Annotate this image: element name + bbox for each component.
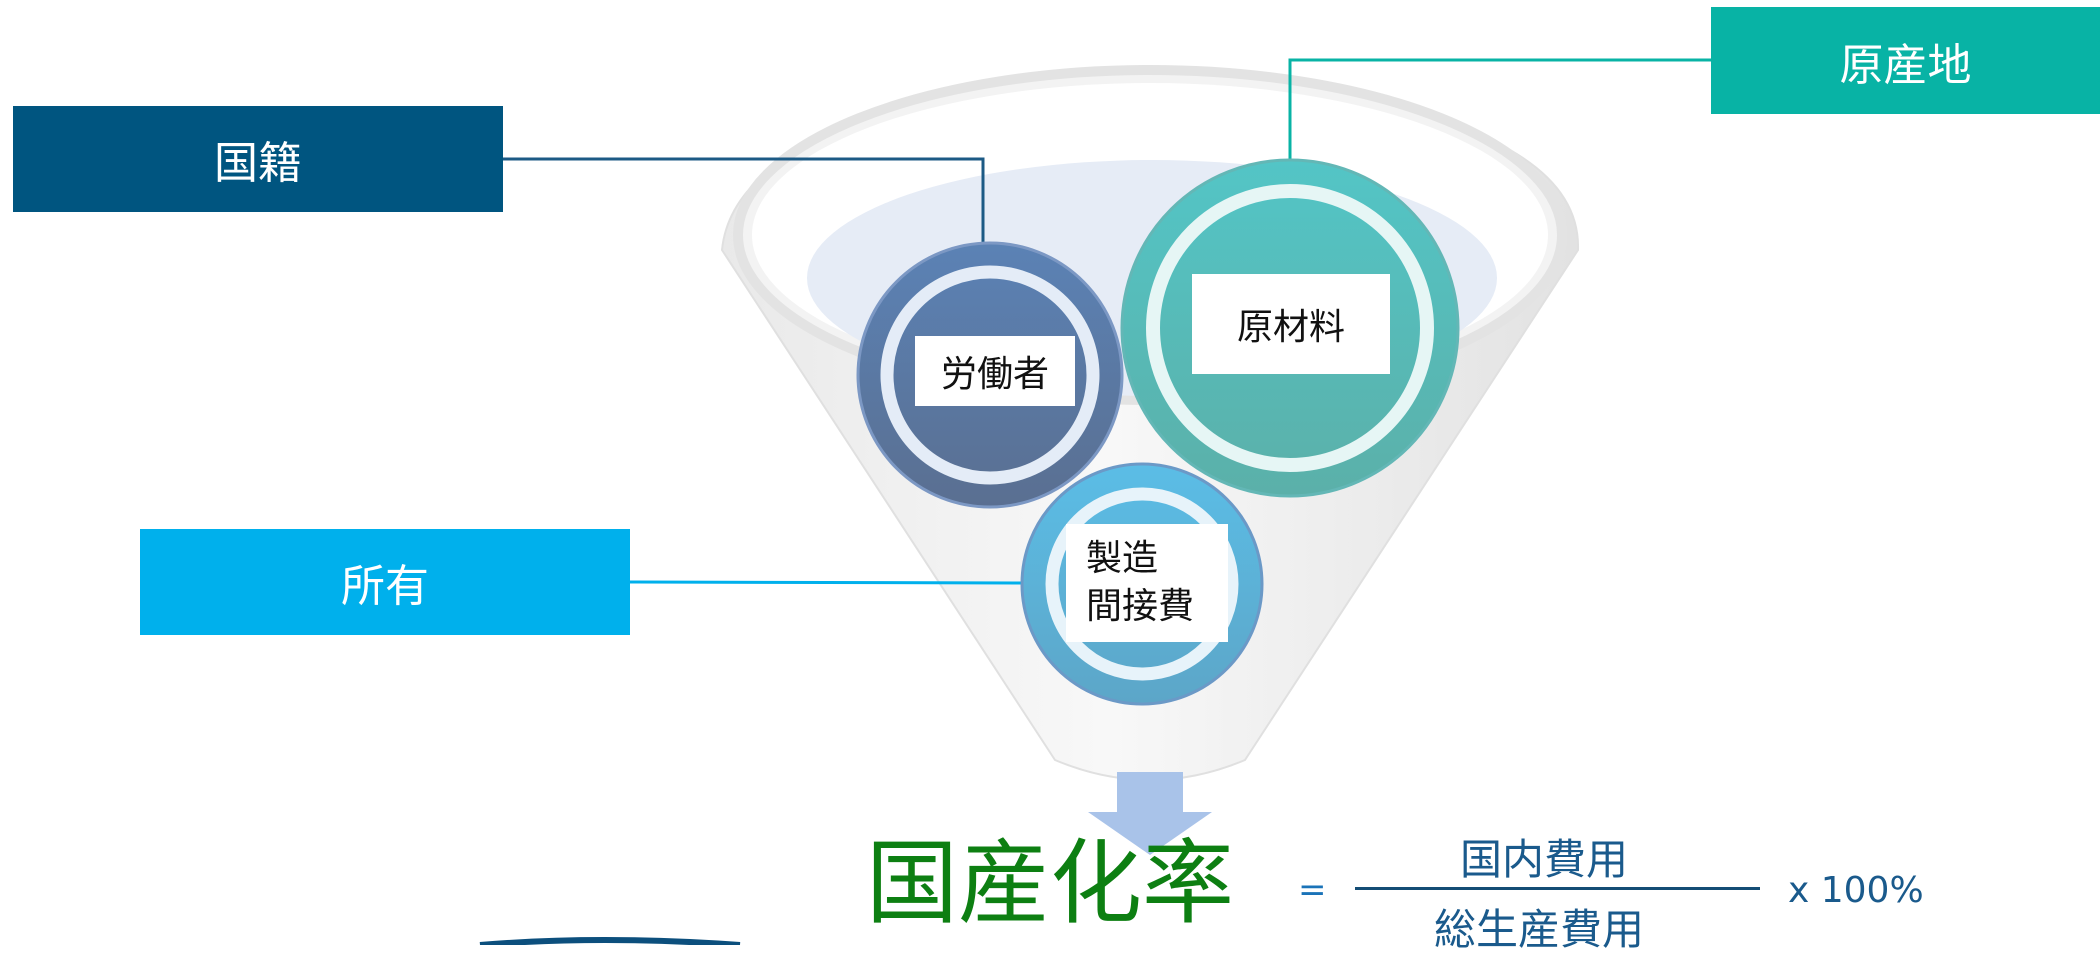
formula-equals: = bbox=[1298, 870, 1327, 910]
materials-label: 原材料 bbox=[1192, 274, 1390, 374]
partial-arc bbox=[479, 937, 741, 945]
formula-numerator: 国内費用 bbox=[1460, 835, 1629, 884]
ownership-text: 所有 bbox=[341, 561, 429, 612]
origin-text: 原産地 bbox=[1839, 39, 1972, 91]
nationality-text: 国籍 bbox=[214, 138, 302, 189]
down-arrow-icon bbox=[1088, 772, 1212, 855]
ownership-label: 所有 bbox=[140, 529, 630, 635]
nationality-label: 国籍 bbox=[13, 106, 503, 212]
connector-nationality bbox=[503, 157, 985, 245]
formula-multiplier: x 100% bbox=[1788, 870, 1924, 911]
materials-text: 原材料 bbox=[1236, 307, 1345, 348]
origin-label: 原産地 bbox=[1711, 7, 2100, 114]
connector-ownership bbox=[629, 580, 1023, 585]
overhead-label: 製造 間接費 bbox=[1066, 524, 1228, 642]
formula-denominator: 総生産費用 bbox=[1434, 905, 1645, 954]
overhead-text-line1: 製造 bbox=[1086, 538, 1159, 579]
labor-text: 労働者 bbox=[940, 354, 1049, 395]
connector-origin bbox=[1288, 58, 1711, 160]
labor-label: 労働者 bbox=[915, 336, 1075, 406]
localization-rate-title: 国産化率 bbox=[866, 830, 1235, 937]
overhead-text-line2: 間接費 bbox=[1086, 586, 1195, 627]
fraction-bar bbox=[1355, 887, 1760, 890]
